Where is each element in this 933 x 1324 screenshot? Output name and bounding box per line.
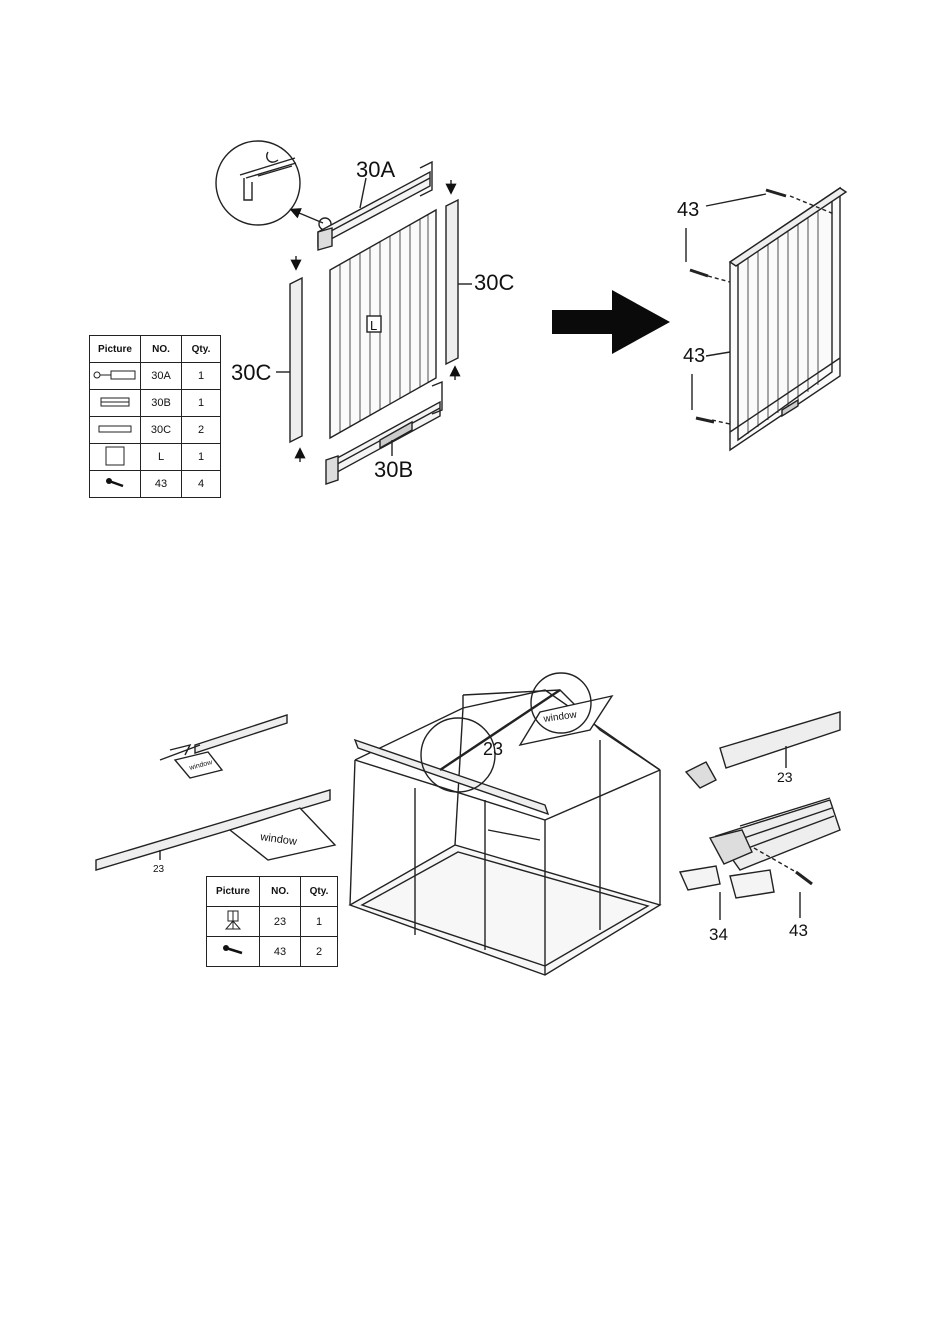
col-picture: Picture xyxy=(207,877,260,907)
callout-30b: 30B xyxy=(374,457,413,482)
callout-43-bottom: 43 xyxy=(683,345,705,367)
screw-icon xyxy=(207,937,260,967)
assembled-window-frame xyxy=(686,188,846,450)
col-no: NO. xyxy=(260,877,301,907)
callout-43-top: 43 xyxy=(677,199,699,221)
callout-30a: 30A xyxy=(356,157,395,182)
panel-l-icon xyxy=(90,444,141,471)
table-row: 23 1 xyxy=(207,907,338,937)
table-row: 30B 1 xyxy=(90,390,221,417)
screw-icon xyxy=(90,471,141,498)
table-row: 43 2 xyxy=(207,937,338,967)
col-picture: Picture xyxy=(90,336,141,363)
figure-1-window-frame xyxy=(216,141,472,484)
table-row: 43 4 xyxy=(90,471,221,498)
col-qty: Qty. xyxy=(182,336,221,363)
next-step-arrow-icon xyxy=(552,290,670,354)
parts-table-figure-1: Picture NO. Qty. 30A 1 30B 1 30C 2 L 1 4… xyxy=(89,335,221,498)
callout-34: 34 xyxy=(709,925,728,944)
parts-table-figure-2: Picture NO. Qty. 23 1 43 2 xyxy=(206,876,338,967)
callout-panel-l: L xyxy=(370,318,377,333)
table-row: L 1 xyxy=(90,444,221,471)
window-opener-icon xyxy=(207,907,260,937)
callout-23-center: 23 xyxy=(483,739,503,759)
callout-23-right: 23 xyxy=(777,769,793,785)
table-row: 30C 2 xyxy=(90,417,221,444)
col-no: NO. xyxy=(141,336,182,363)
detail-magnifier xyxy=(216,141,300,225)
callout-30c-right: 30C xyxy=(474,270,514,295)
rail-30a-icon xyxy=(90,363,141,390)
rail-30c-icon xyxy=(90,417,141,444)
rail-30b-icon xyxy=(90,390,141,417)
callout-43: 43 xyxy=(789,921,808,940)
col-qty: Qty. xyxy=(301,877,338,907)
table-row: 30A 1 xyxy=(90,363,221,390)
callout-23-left: 23 xyxy=(153,864,165,875)
callout-30c-left: 30C xyxy=(231,360,271,385)
